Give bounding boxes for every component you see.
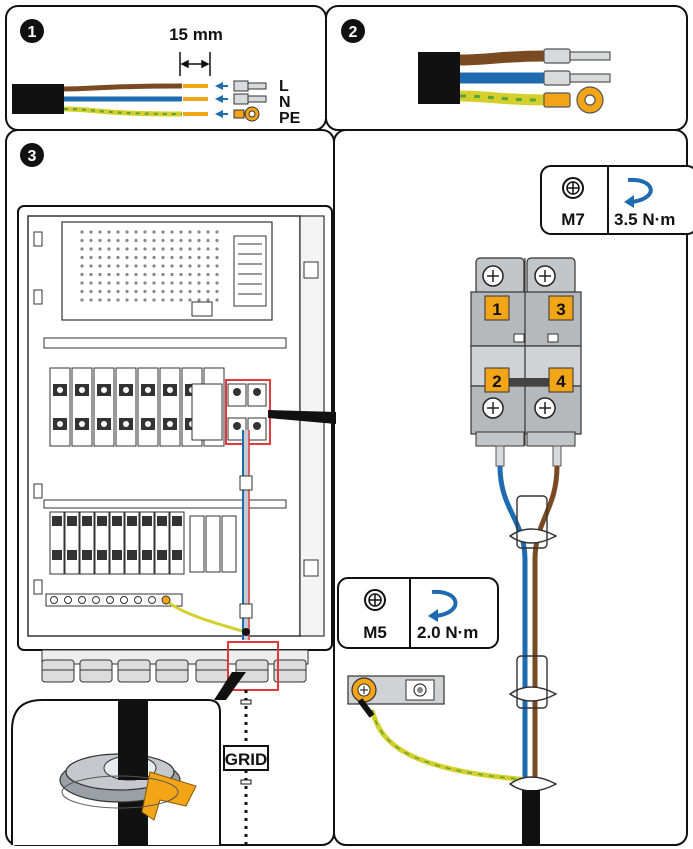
crimped-ferrule-icon — [543, 48, 611, 86]
terminal-tag-2: 2 — [484, 367, 510, 393]
svg-text:1: 1 — [492, 300, 501, 319]
ring-terminal-icon — [233, 106, 260, 122]
wire-label-l: L — [279, 78, 289, 95]
wire-pe — [63, 106, 183, 117]
screw-icon-m5 — [364, 589, 386, 611]
ground-terminal — [347, 675, 445, 718]
breaker-row-upper — [49, 367, 267, 447]
terminal-tag-4: 4 — [548, 367, 574, 393]
svg-text:2: 2 — [349, 24, 358, 41]
gland-highlight — [227, 641, 279, 691]
torque-value-m5: 2.0 N·m — [417, 623, 478, 642]
strip-dimension — [179, 52, 211, 76]
terminal-tag-1: 1 — [484, 295, 510, 321]
crimp-panel — [418, 48, 611, 114]
svg-text:3: 3 — [28, 148, 37, 165]
distribution-box — [17, 205, 333, 691]
ac-breaker: 1 3 2 4 — [470, 257, 582, 447]
ferrule-icon — [233, 80, 267, 105]
pe-wire-box — [164, 598, 247, 634]
screw-size-m5: M5 — [363, 623, 387, 642]
grid-cable: GRID — [223, 690, 269, 845]
screw-icon-m7 — [562, 177, 584, 199]
svg-text:3: 3 — [556, 300, 565, 319]
torque-icon-m7 — [624, 177, 653, 208]
cable-glands — [41, 659, 307, 683]
zoom-pointer-breaker — [268, 410, 336, 424]
strip-panel: 15 mm — [12, 25, 301, 127]
step-badge-2: 2 — [341, 19, 365, 43]
crimped-ring-terminal-icon — [543, 86, 604, 114]
breaker-wires — [369, 445, 562, 845]
breaker-row-lower — [49, 511, 237, 575]
gland-detail-inset — [11, 672, 246, 845]
torque-card-m7: M7 3.5 N·m — [540, 165, 693, 235]
terminal-block-top — [233, 235, 267, 307]
screw-size-m7: M7 — [561, 210, 585, 229]
step-badge-1: 1 — [20, 19, 44, 43]
svg-text:2: 2 — [492, 372, 501, 391]
step-badge-3: 3 — [20, 143, 44, 167]
terminal-tag-3: 3 — [548, 295, 574, 321]
torque-icon-m5 — [428, 589, 458, 622]
wire-label-n: N — [279, 94, 291, 111]
wire-brown — [63, 83, 183, 92]
vent-grid — [80, 230, 219, 302]
cable-jacket — [12, 84, 64, 114]
torque-card-m5: M5 2.0 N·m — [337, 577, 499, 649]
strip-length-label: 15 mm — [169, 25, 223, 44]
grid-cable-tag: GRID — [225, 750, 268, 769]
wire-label-pe: PE — [279, 110, 301, 127]
svg-text:1: 1 — [28, 24, 37, 41]
cable-jacket-2 — [418, 52, 460, 104]
torque-value-m7: 3.5 N·m — [614, 210, 675, 229]
svg-text:4: 4 — [556, 372, 566, 391]
